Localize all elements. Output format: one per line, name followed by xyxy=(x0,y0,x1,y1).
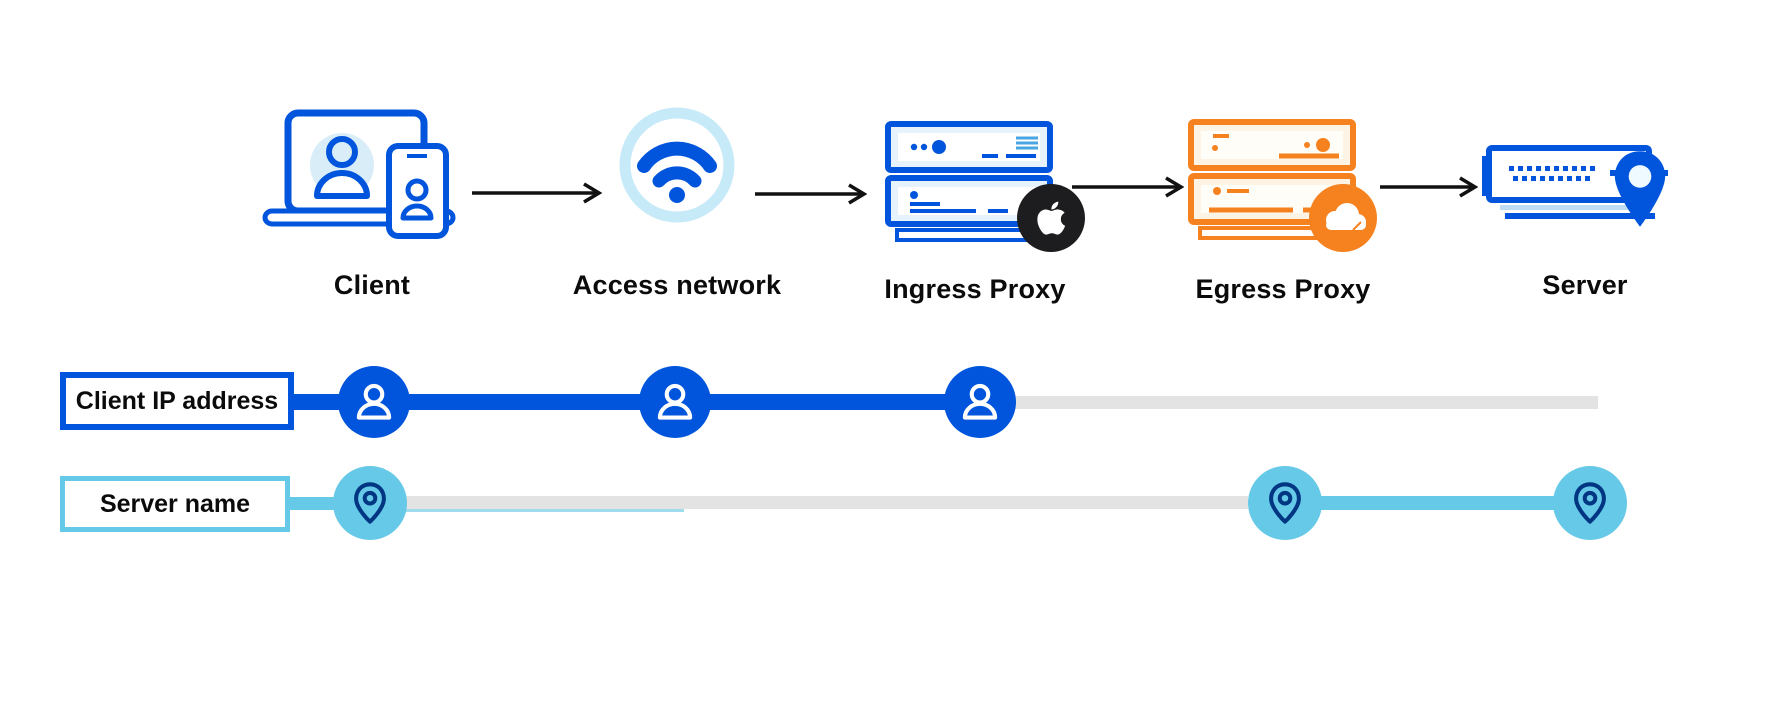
location-pin-icon xyxy=(354,482,386,524)
server-name-hidden-line xyxy=(402,496,1248,509)
apple-logo xyxy=(1017,184,1085,252)
client-ip-known-line xyxy=(294,394,980,410)
node-label-client: Client xyxy=(333,270,411,300)
client-ip-address-label-box: Client IP address xyxy=(60,372,294,430)
server-name-known-line xyxy=(1285,496,1591,510)
client-ip-marker-ingress-proxy xyxy=(944,366,1016,438)
node-label-access-network: Access network xyxy=(572,270,782,300)
client-ip-marker-client xyxy=(338,366,410,438)
blue-server-stack-icon xyxy=(885,121,1059,242)
client-ip-hidden-line xyxy=(980,396,1598,409)
flow-arrow-2 xyxy=(755,183,867,205)
server-name-marker-egress-proxy xyxy=(1248,466,1322,540)
server-name-faint-line xyxy=(374,509,684,512)
client-ip-marker-access-network xyxy=(639,366,711,438)
flow-arrow-3 xyxy=(1072,176,1184,198)
node-label-ingress-proxy: Ingress Proxy xyxy=(884,274,1066,304)
person-icon xyxy=(356,383,392,420)
client-devices-icon xyxy=(262,109,456,239)
server-name-marker-server xyxy=(1553,466,1627,540)
location-pin-icon xyxy=(1574,482,1606,524)
wifi-icon xyxy=(619,107,735,223)
node-label-egress-proxy: Egress Proxy xyxy=(1195,274,1371,304)
person-icon xyxy=(657,383,693,420)
location-pin-icon xyxy=(1269,482,1301,524)
flow-arrow-1 xyxy=(472,182,602,204)
node-label-server: Server xyxy=(1542,270,1628,300)
location-pin-icon xyxy=(1614,151,1666,227)
server-name-label-box: Server name xyxy=(60,476,290,532)
server-name-label: Server name xyxy=(99,489,251,518)
server-name-marker-client xyxy=(333,466,407,540)
cloudflare-logo xyxy=(1309,184,1377,252)
flow-arrow-4 xyxy=(1380,176,1478,198)
client-ip-address-label: Client IP address xyxy=(75,386,279,415)
person-icon xyxy=(962,383,998,420)
